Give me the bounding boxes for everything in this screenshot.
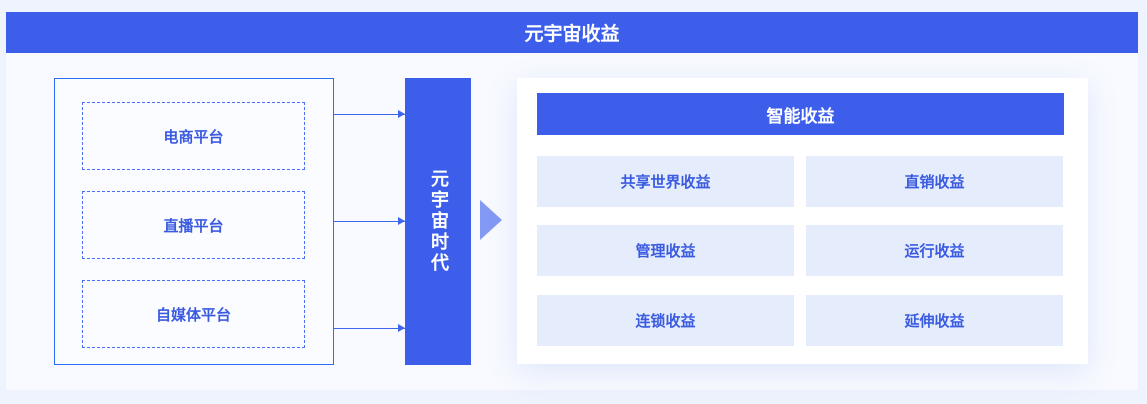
- income-item: 延伸收益: [806, 295, 1063, 346]
- platform-ecommerce: 电商平台: [82, 102, 305, 170]
- platforms-box: [54, 78, 334, 365]
- income-item: 直销收益: [806, 156, 1063, 207]
- arrow-icon: [334, 217, 405, 225]
- platform-media: 自媒体平台: [82, 280, 305, 348]
- arrow-icon: [334, 110, 405, 118]
- page-title: 元宇宙收益: [6, 12, 1138, 53]
- arrow-icon: [334, 324, 405, 332]
- triangle-arrow-icon: [480, 200, 502, 240]
- income-item: 运行收益: [806, 225, 1063, 276]
- income-item: 连锁收益: [537, 295, 794, 346]
- income-item: 管理收益: [537, 225, 794, 276]
- metaverse-era-column: 元宇宙时代: [405, 78, 471, 365]
- income-item: 共享世界收益: [537, 156, 794, 207]
- platform-live: 直播平台: [82, 191, 305, 259]
- smart-income-header: 智能收益: [537, 93, 1064, 135]
